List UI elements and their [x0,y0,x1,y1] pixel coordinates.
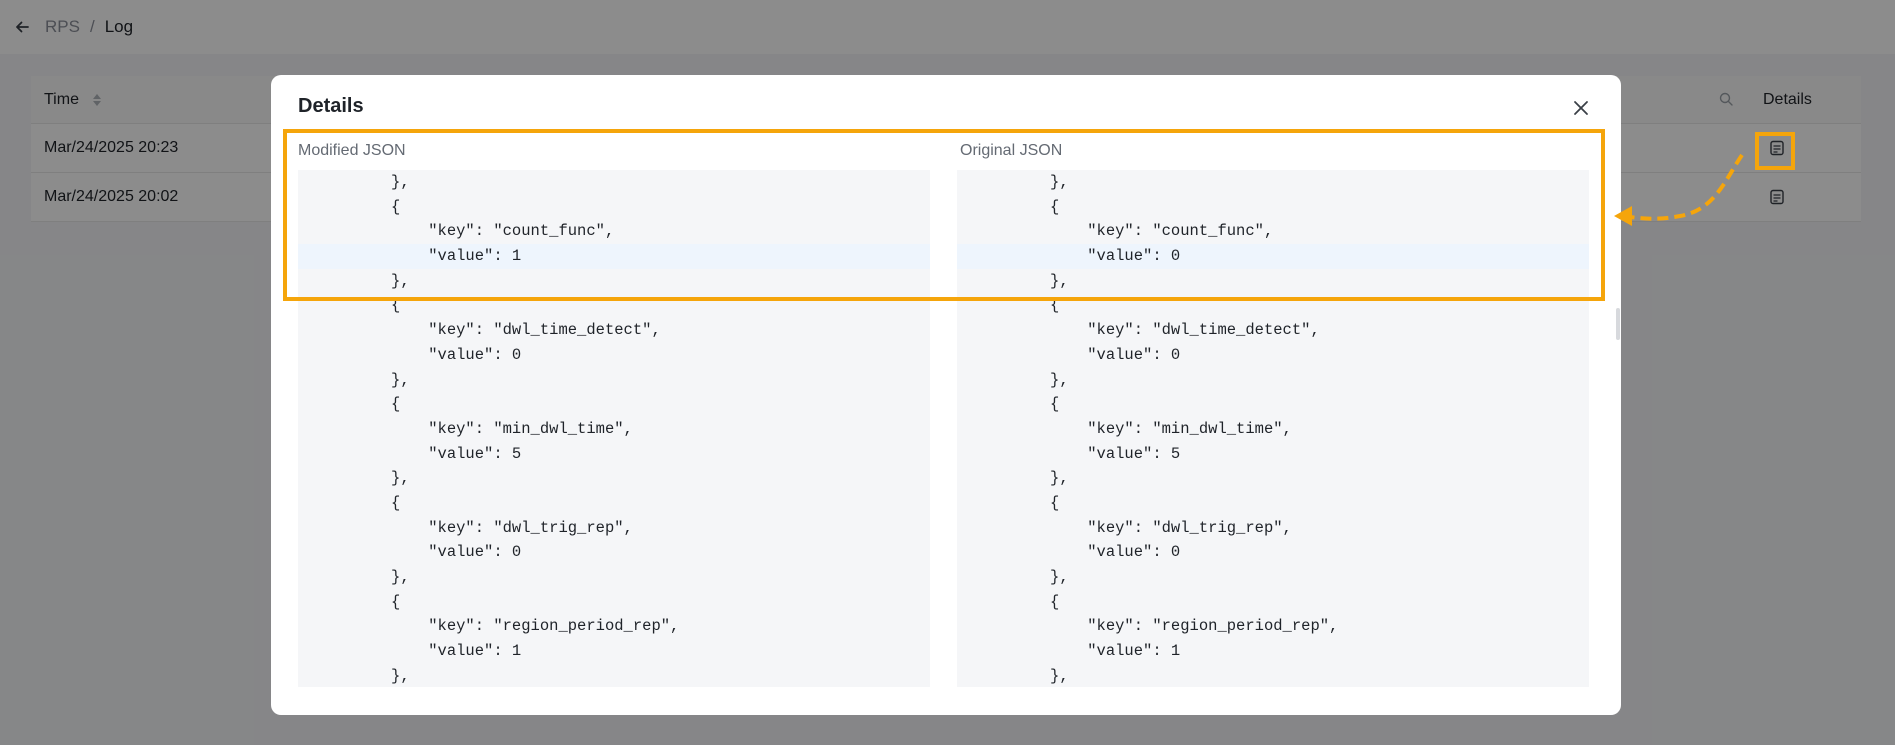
close-icon[interactable] [1570,97,1592,119]
breadcrumb-separator: / [89,17,95,36]
breadcrumb-parent[interactable]: RPS [45,17,80,36]
code-line: "value": 5 [957,444,1181,463]
code-line: { [298,197,401,216]
code-line: "key": "count_func", [298,222,615,241]
code-line: "key": "min_dwl_time", [298,419,633,438]
code-line: "key": "dwl_trig_rep", [298,518,633,537]
code-line: "value": 1 [298,642,522,661]
sort-icon[interactable] [92,93,101,106]
code-line: }, [298,271,410,290]
time-column-header[interactable]: Time [44,91,101,109]
time-header-label: Time [44,90,79,108]
details-button-highlight [1755,132,1795,170]
code-line: { [957,493,1060,512]
code-line: "key": "dwl_time_detect", [957,321,1320,340]
code-line: }, [298,469,410,488]
code-line: { [957,592,1060,611]
code-line: { [298,493,401,512]
code-line: "value": 0 [298,543,522,562]
original-json-label: Original JSON [960,142,1063,159]
document-icon[interactable] [1767,187,1787,207]
code-line: }, [957,469,1069,488]
code-line: "value": 5 [298,444,522,463]
code-line: "key": "region_period_rep", [298,617,680,636]
code-line: "key": "count_func", [957,222,1274,241]
row-time: Mar/24/2025 20:23 [44,139,179,156]
code-line: "value": 0 [298,345,522,364]
breadcrumb-current: Log [104,17,134,36]
row-time: Mar/24/2025 20:02 [44,188,179,205]
code-line: { [957,197,1060,216]
modal-title: Details [298,95,364,117]
code-line: }, [298,666,410,685]
code-line: "value": 0 [957,244,1589,269]
code-line: }, [298,173,410,191]
arrow-left-icon[interactable] [11,16,33,38]
document-icon[interactable] [1767,138,1787,158]
original-json-pane[interactable]: }, { "key": "count_func", "value": 0 }, … [957,170,1589,687]
details-column-header: Details [1763,90,1812,108]
code-line: "value": 1 [298,244,930,269]
modified-json-pane[interactable]: }, { "key": "count_func", "value": 1 }, … [298,170,930,687]
code-line: "key": "dwl_time_detect", [298,321,661,340]
code-line: "value": 1 [957,642,1181,661]
code-line: }, [298,568,410,586]
modal-scrollbar[interactable] [1616,308,1620,340]
code-line: }, [298,370,410,389]
modified-json-label: Modified JSON [298,142,406,159]
code-line: { [957,296,1060,315]
code-line: }, [957,666,1069,685]
top-bar: RPS / Log [0,0,1895,54]
code-line: "key": "min_dwl_time", [957,419,1292,438]
code-line: { [298,592,401,611]
code-line: "value": 0 [957,345,1181,364]
diff-highlight-box [283,129,1605,301]
code-line: { [298,296,401,315]
code-line: { [957,395,1060,414]
code-line: "key": "dwl_trig_rep", [957,518,1292,537]
details-modal: Details Modified JSON Original JSON }, {… [271,75,1621,715]
code-line: }, [957,173,1069,191]
code-line: }, [957,370,1069,389]
code-line: { [298,395,401,414]
search-icon[interactable] [1719,92,1735,108]
code-line: "value": 0 [957,543,1181,562]
code-line: }, [957,271,1069,290]
code-line: "key": "region_period_rep", [957,617,1339,636]
code-line: }, [957,568,1069,586]
